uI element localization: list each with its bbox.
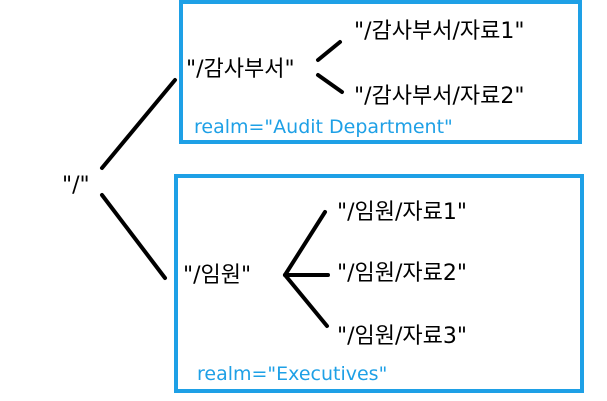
- executives-box: [174, 174, 584, 393]
- audit-department-box: [179, 0, 582, 144]
- executives-realm-label: realm="Executives": [197, 363, 387, 385]
- executives-doc2-label: "/임원/자료2": [337, 261, 467, 286]
- edge-root-to-executives: [100, 193, 167, 280]
- audit-department-node-label: "/감사부서": [186, 57, 295, 82]
- edge-audit-to-doc2: [316, 73, 344, 94]
- edge-executives-to-doc3: [283, 273, 329, 328]
- audit-doc2-label: "/감사부서/자료2": [354, 84, 525, 109]
- executives-doc1-label: "/임원/자료1": [337, 200, 467, 225]
- edge-root-to-audit: [100, 78, 177, 170]
- edge-executives-to-doc1: [283, 210, 327, 277]
- edge-audit-to-doc1: [316, 40, 342, 62]
- audit-doc1-label: "/감사부서/자료1": [354, 19, 525, 44]
- executives-doc3-label: "/임원/자료3": [337, 324, 467, 349]
- root-node-label: "/": [62, 173, 90, 198]
- audit-realm-label: realm="Audit Department": [194, 116, 453, 138]
- executives-node-label: "/임원": [183, 263, 251, 288]
